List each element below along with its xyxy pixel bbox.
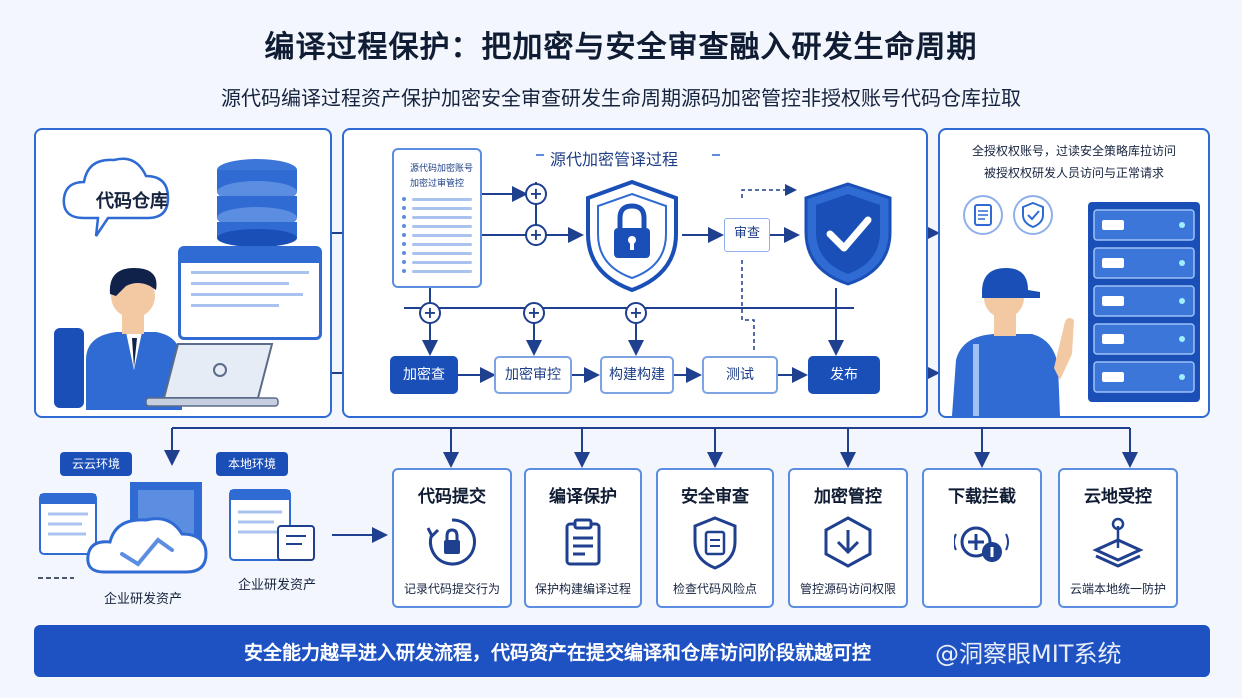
page-subtitle: 源代码编译过程资产保护加密安全审查研发生命周期源码加密管控非授权账号代码仓库拉取 <box>221 86 1021 110</box>
card-desc: 保护构建编译过程 <box>534 582 631 596</box>
server-rack-icon <box>1088 202 1200 402</box>
repository-panel: 代码仓库 <box>34 128 332 418</box>
doc-line-1: 源代码加密账号 <box>410 164 474 174</box>
source-document: 源代码加密账号 加密过审管控 <box>392 148 482 288</box>
card-compile-protect: 编译保护 保护构建编译过程 <box>524 468 642 608</box>
access-note-1: 全授权权账号，过读安全策略库拉访问 <box>971 144 1176 158</box>
stage-test: 测试 <box>702 356 778 394</box>
engineer-icon <box>952 268 1074 416</box>
cloud-env-tag: 云云环境 <box>60 452 132 476</box>
card-title: 下载拦截 <box>948 487 1016 507</box>
card-title: 加密管控 <box>814 487 882 507</box>
local-env-tag: 本地环境 <box>216 452 288 476</box>
card-desc: 检查代码风险点 <box>672 582 757 596</box>
commit-lock-icon <box>426 518 476 566</box>
doc-line-2: 加密过审管控 <box>410 179 465 189</box>
card-title: 安全审查 <box>681 487 749 507</box>
left-asset-label: 企业研发资产 <box>104 592 183 607</box>
download-shield-icon <box>824 516 872 568</box>
shield-doc-icon <box>693 516 737 570</box>
cloud-label: 代码仓库 <box>96 191 168 212</box>
card-desc: 管控源码访问权限 <box>799 582 896 596</box>
stage-encrypt-check: 加密查 <box>390 356 458 394</box>
summary-banner: 安全能力越早进入研发流程，代码资产在提交编译和仓库访问阶段就越可控 <box>34 625 1210 677</box>
stage-encrypt-audit: 加密审控 <box>494 356 572 394</box>
card-desc: 云端本地统一防护 <box>1069 582 1166 596</box>
document-icon <box>963 195 1003 235</box>
card-encrypt-control: 加密管控 管控源码访问权限 <box>788 468 908 608</box>
access-panel: 全授权权账号，过读安全策略库拉访问 被授权权研发人员访问与正常请求 <box>938 128 1210 418</box>
cloud-icon <box>62 157 170 237</box>
check-shield-icon <box>804 182 892 286</box>
audit-box: 审查 <box>724 218 770 252</box>
card-cloud-local: 云地受控 云端本地统一防护 <box>1058 468 1178 608</box>
plus-icon: + <box>523 302 545 324</box>
pipeline-panel: 源代加密管译过程 源代码加密账号 加密过审管控 <box>342 128 928 418</box>
card-title: 编译保护 <box>549 487 617 507</box>
right-asset-label: 企业研发资产 <box>238 578 317 593</box>
plus-icon: + <box>525 183 547 205</box>
laptop-icon <box>145 343 279 407</box>
stage-release: 发布 <box>808 356 880 394</box>
clipboard-icon <box>565 518 601 566</box>
stage-build: 构建构建 <box>600 356 674 394</box>
layers-icon <box>1092 517 1144 568</box>
page-title: 编译过程保护：把加密与安全审查融入研发生命周期 <box>264 30 978 65</box>
plus-icon: + <box>525 224 547 246</box>
monitor-icon <box>178 246 322 340</box>
banner-text: 安全能力越早进入研发流程，代码资产在提交编译和仓库访问阶段就越可控 <box>244 642 872 664</box>
developer-icon <box>54 268 182 410</box>
database-icon <box>217 159 297 247</box>
pipeline-title: 源代加密管译过程 <box>550 150 679 169</box>
block-download-icon <box>954 526 1009 562</box>
lock-shield-icon <box>586 179 678 293</box>
card-desc: 记录代码提交行为 <box>403 582 500 596</box>
access-note-2: 被授权权研发人员访问与正常请求 <box>983 166 1164 180</box>
shield-check-icon <box>1013 195 1053 235</box>
plus-icon: + <box>625 302 647 324</box>
plus-icon: + <box>419 302 441 324</box>
environment-illustration <box>38 482 315 579</box>
card-title: 云地受控 <box>1084 487 1152 507</box>
card-download-block: 下载拦截 <box>922 468 1042 608</box>
card-title: 代码提交 <box>418 487 486 507</box>
card-code-commit: 代码提交 记录代码提交行为 <box>392 468 512 608</box>
card-security-audit: 安全审查 检查代码风险点 <box>656 468 774 608</box>
watermark: @洞察眼MIT系统 <box>935 640 1122 668</box>
